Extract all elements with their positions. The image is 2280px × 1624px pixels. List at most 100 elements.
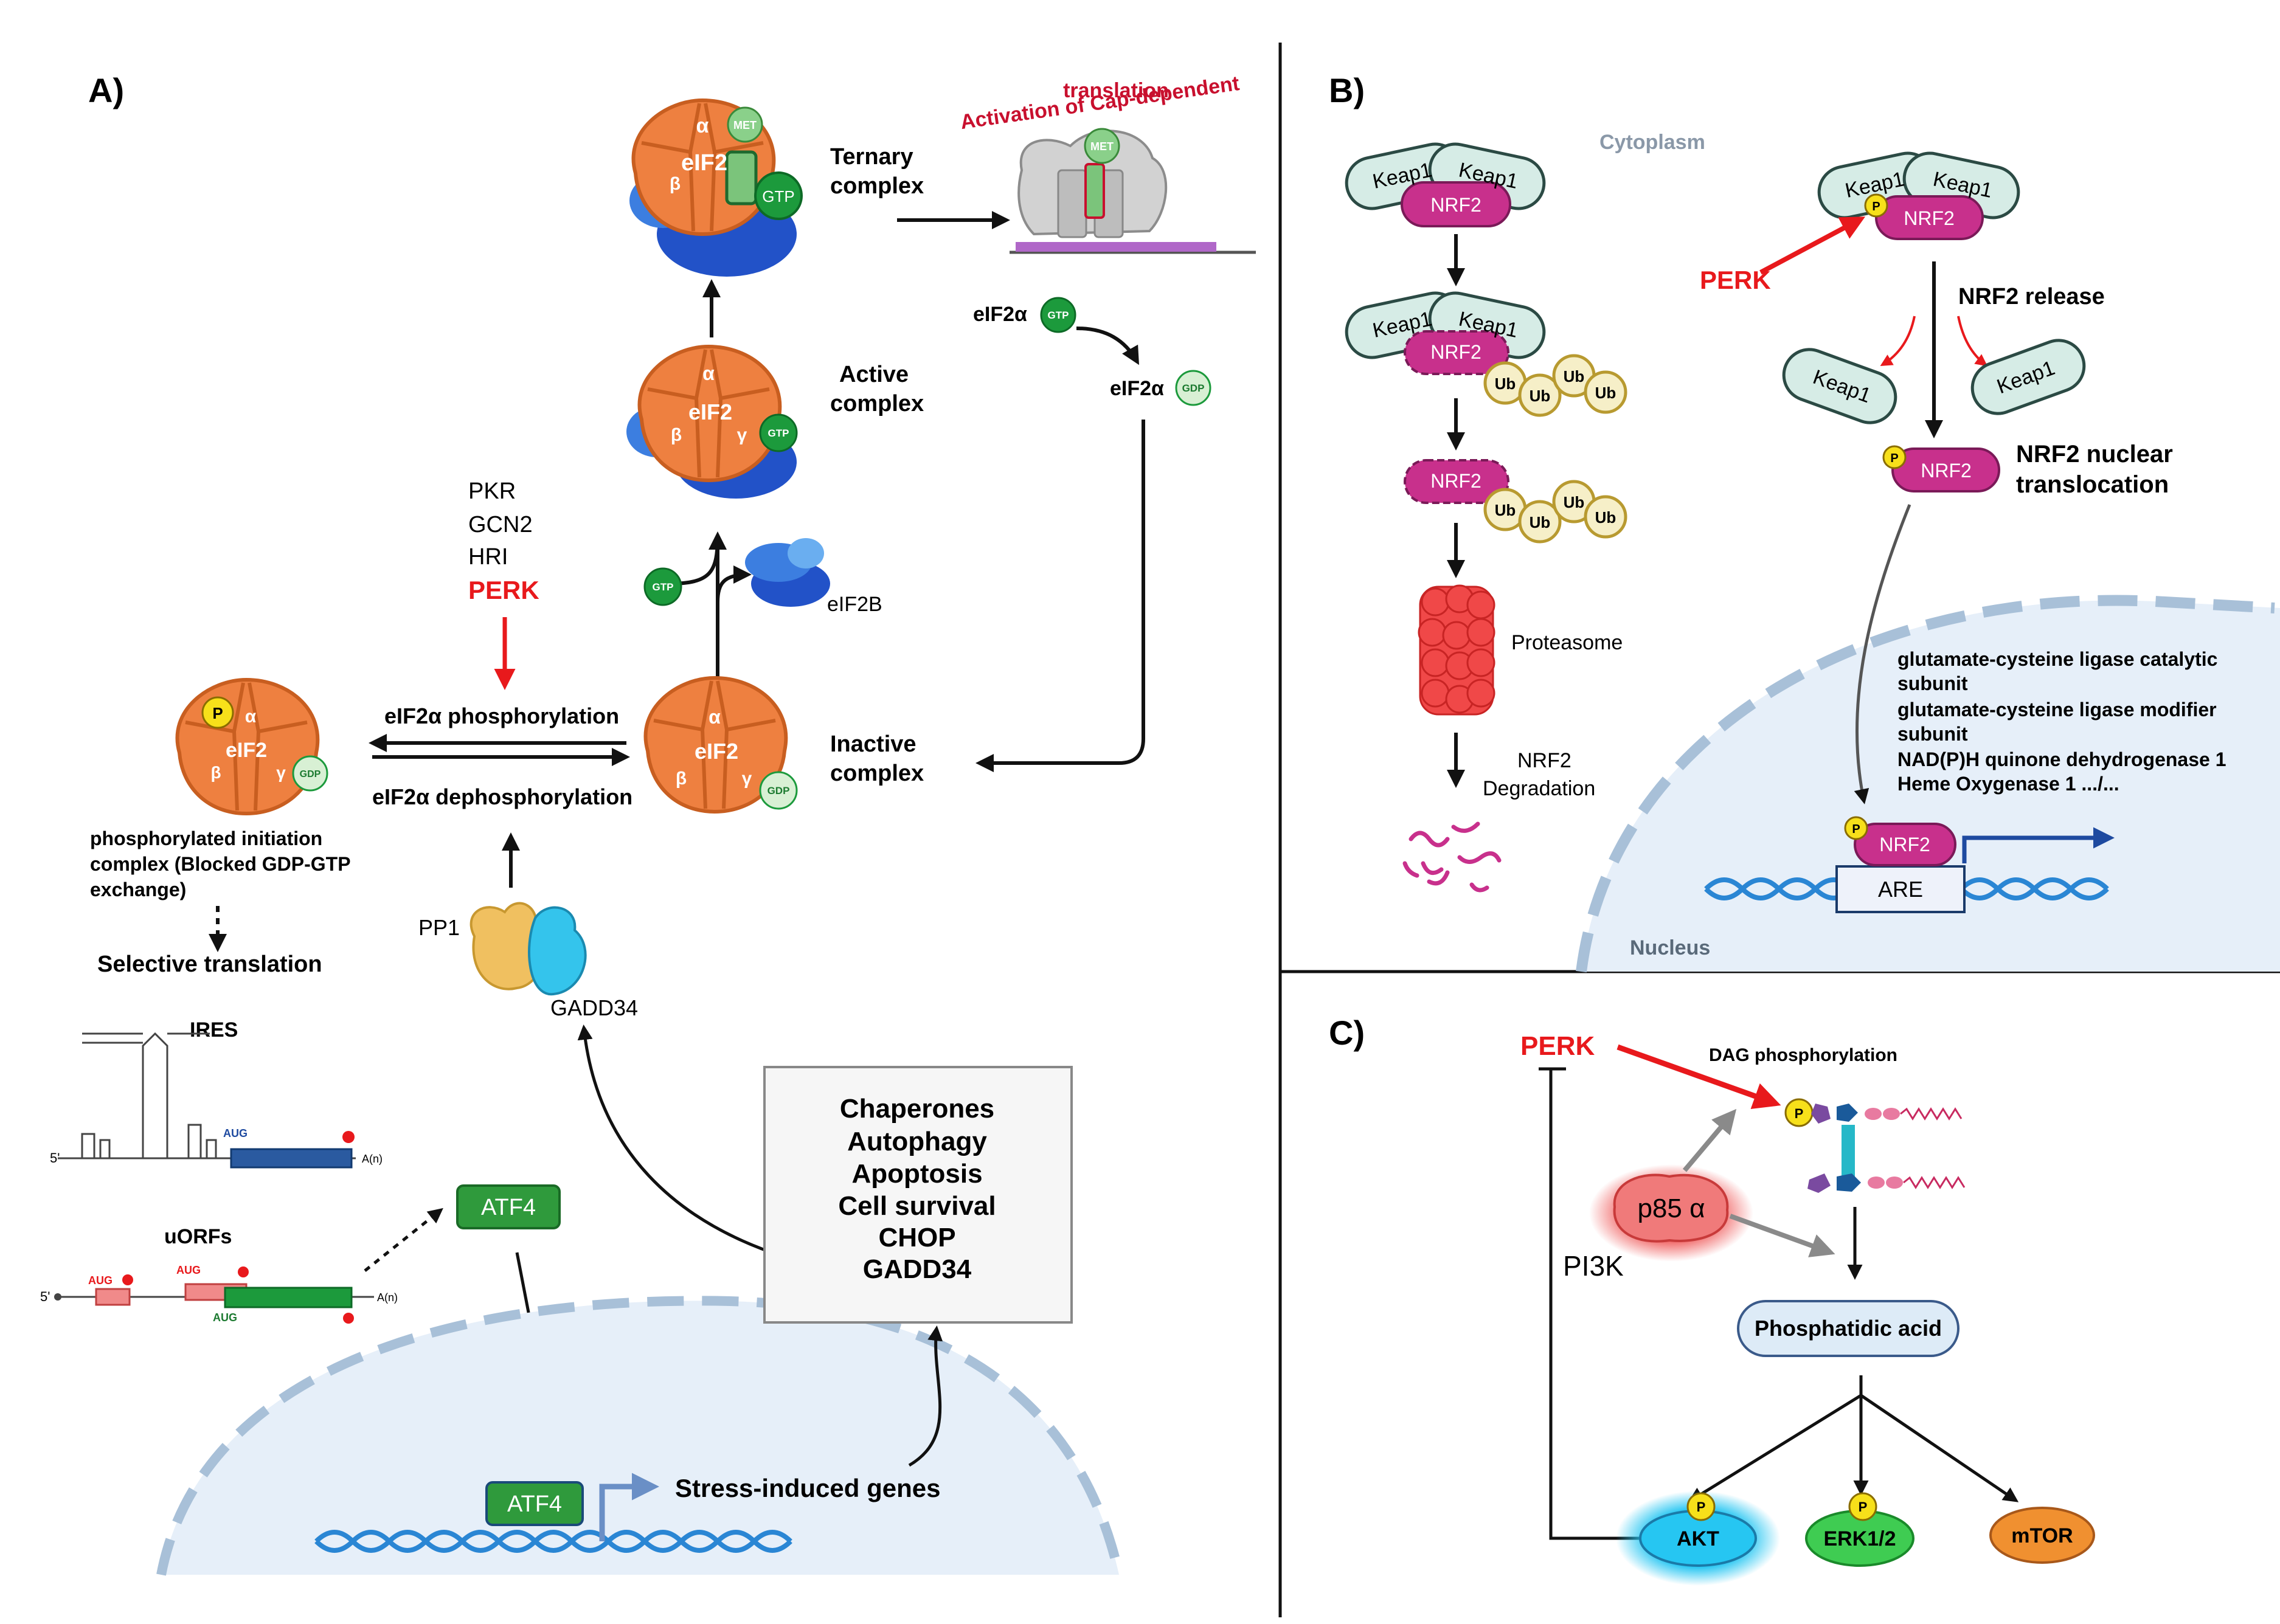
ub-2a: Ub (1495, 375, 1516, 393)
nrf2-perk-p-icon (1864, 193, 1888, 218)
ternary-label-1: Ternary (830, 144, 913, 170)
phospho-label-1: phosphorylated initiation (90, 828, 322, 849)
uorf2-stop-icon (238, 1266, 249, 1277)
active-label-1: Active (839, 362, 909, 387)
ternary-beta: β (670, 174, 681, 194)
uorfs-cap-dot (54, 1293, 61, 1301)
arrow-keap1-release-left (1880, 316, 1916, 367)
outcome-gadd34: GADD34 (863, 1254, 972, 1284)
uorfs-label: uORFs (164, 1225, 232, 1248)
inactive-complex-icon (646, 678, 798, 812)
kinase-pkr: PKR (468, 479, 516, 504)
arrow-nuclear-translocation (1854, 504, 1911, 804)
uorf2-aug: AUG (176, 1264, 201, 1276)
akt-p: P (1697, 1499, 1706, 1515)
arrow-perk-to-dag (1616, 1044, 1781, 1110)
ub-3d: Ub (1595, 508, 1616, 527)
gtp-icon-label: GTP (1048, 309, 1069, 321)
proteasome-icon (1418, 584, 1495, 716)
degradation-label-1: NRF2 (1517, 749, 1571, 772)
ternary-gtp: GTP (762, 187, 794, 206)
nucleus-a-envelope (156, 1296, 1124, 1576)
arrow-perk-to-nrf2 (1759, 216, 1866, 275)
proteasome-label: Proteasome (1511, 631, 1623, 654)
gdp-icon-label: GDP (1182, 382, 1205, 394)
arrow-gdp-to-inactive (975, 420, 1145, 772)
ires-label: IRES (190, 1018, 238, 1042)
gene-3: NAD(P)H quinone dehydrogenase 1 (1897, 748, 2226, 770)
dag-p: P (1795, 1106, 1804, 1121)
nrf2-free-p-icon (1882, 445, 1907, 469)
ribosome-met: MET (1090, 140, 1114, 153)
gdp-icon (1175, 370, 1211, 406)
cytoplasm-label: Cytoplasm (1599, 131, 1705, 154)
gene-4: Heme Oxygenase 1 .../... (1897, 773, 2119, 795)
ub-3a: Ub (1495, 501, 1516, 519)
erk-p: P (1859, 1499, 1868, 1515)
eif2b-icon (745, 538, 830, 607)
mtor-label: mTOR (2011, 1524, 2073, 1547)
nucleus-b-envelope (1576, 595, 2275, 973)
ub-2d: Ub (1595, 384, 1616, 402)
uorf1-bar (95, 1288, 131, 1306)
panel-a: A) α eIF2 β MET GTP Ternary complex MET (40, 71, 1256, 1576)
atf4-stop-icon (343, 1313, 354, 1324)
ires-aug: AUG (223, 1127, 248, 1139)
nrf2-free-p: P (1890, 452, 1898, 465)
gene-1: glutamate-cysteine ligase catalytic (1897, 648, 2217, 670)
gtp-binding-label: GTP (653, 581, 674, 593)
are-label: ARE (1878, 877, 1923, 902)
ires-mrna-icon (58, 1032, 356, 1159)
panel-c: C) PERK DAG phosphorylation P p85 α PI3K (1329, 1014, 2095, 1586)
erk-label: ERK1/2 (1823, 1527, 1896, 1550)
gtp-binding-icon (643, 567, 682, 606)
arrow-p85-to-pa (1729, 1214, 1835, 1257)
atf4-orf-aug: AUG (213, 1311, 237, 1324)
outcome-cell-survival: Cell survival (838, 1191, 996, 1221)
ternary-alpha: α (696, 114, 709, 137)
outcome-chaperones: Chaperones (840, 1094, 994, 1124)
inhibition-line-akt-perk (1539, 1067, 1648, 1540)
perk-b-label: PERK (1700, 266, 1771, 294)
dag-lipid-icon (1784, 1098, 1966, 1193)
perk-c-label: PERK (1520, 1031, 1595, 1061)
cap-title-2: translation (1063, 79, 1169, 102)
active-gamma: γ (737, 425, 747, 445)
active-beta: β (671, 425, 682, 445)
phospho-gdp: GDP (300, 769, 321, 779)
inactive-beta: β (676, 769, 687, 789)
inactive-gdp: GDP (768, 785, 790, 796)
pp1-gadd34-icon (470, 902, 587, 996)
eif2a-gtp-label: eIF2α (973, 303, 1027, 326)
release-label: NRF2 release (1958, 284, 2105, 309)
phospho-eif2: eIF2 (226, 739, 267, 762)
nuclear-label-1: NRF2 nuclear (2016, 441, 2173, 468)
degraded-peptides-icon (1402, 821, 1502, 893)
outcome-chop: CHOP (878, 1223, 955, 1253)
gene-1b: subunit (1897, 672, 1968, 694)
ires-polya: A(n) (362, 1153, 383, 1165)
nrf2-free-label: NRF2 (1921, 460, 1972, 482)
arrow-transcription-b (1962, 827, 2115, 863)
active-complex-icon (626, 347, 798, 499)
panel-c-label: C) (1329, 1014, 1365, 1052)
kinase-hri: HRI (468, 544, 508, 570)
active-label-2: complex (830, 391, 924, 416)
panel-b: B) Cytoplasm Nucleus Keap1 Keap1 NRF2 Ke… (1329, 71, 2280, 973)
degradation-label-2: Degradation (1483, 777, 1595, 800)
nrf2-pill-3 (1404, 459, 1509, 504)
gene-2b: subunit (1897, 723, 1968, 745)
atf4-box-label: ATF4 (481, 1195, 536, 1220)
uorf1-stop-icon (122, 1274, 133, 1285)
arrow-pa-to-akt (1688, 1394, 1862, 1502)
ternary-eif2: eIF2 (681, 150, 727, 176)
stress-genes-label: Stress-induced genes (675, 1474, 940, 1502)
atf4-nuclear-label: ATF4 (507, 1491, 562, 1517)
uorfs-polya: A(n) (377, 1291, 398, 1304)
ternary-met: MET (733, 119, 757, 131)
phospho-label-3: exchange) (90, 879, 186, 900)
nrf2-1-label: NRF2 (1430, 194, 1481, 216)
gadd34-label: GADD34 (550, 995, 638, 1020)
atf4-box (456, 1184, 561, 1229)
